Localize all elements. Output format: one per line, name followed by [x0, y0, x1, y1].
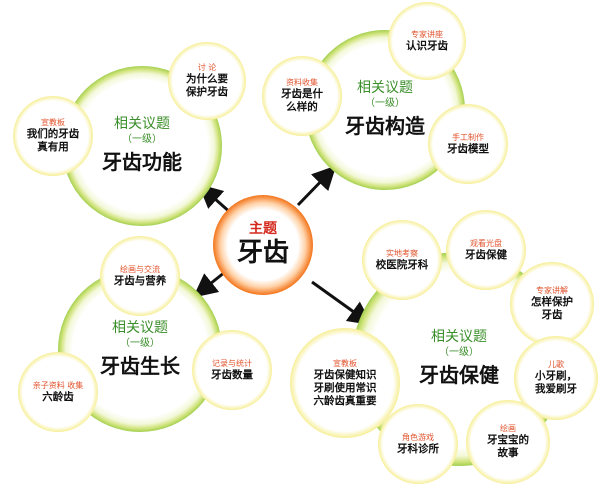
topic-label: 相关议题	[112, 320, 168, 336]
activity-text: 牙齿是什 么样的	[281, 88, 323, 113]
topic-level: （一级）	[122, 134, 162, 145]
activity-category: 宣教板	[333, 358, 357, 368]
activity-text: 牙齿与营养	[113, 274, 167, 287]
activity-text: 校医院牙科	[375, 258, 429, 271]
activity-bubble: 手工制作 牙齿模型	[428, 104, 508, 184]
activity-text: 牙齿保健	[465, 248, 507, 261]
activity-text: 我们的牙齿 真有用	[26, 128, 80, 153]
activity-text: 六龄齿	[42, 390, 74, 403]
arrow-to-care	[311, 280, 373, 326]
activity-bubble: 宣教板 我们的牙齿 真有用	[13, 96, 93, 176]
activity-category: 绘画	[500, 424, 516, 433]
activity-bubble: 观看光盘 牙齿保健	[446, 210, 526, 290]
activity-bubble: 实地考察 校医院牙科	[362, 220, 442, 300]
activity-category: 记录与统计	[212, 358, 252, 368]
activity-category: 专家讲解	[536, 286, 568, 295]
topic-title: 牙齿生长	[100, 354, 180, 378]
topic-title: 牙齿保健	[419, 363, 499, 387]
topic-level: （一级）	[439, 347, 479, 358]
activity-category: 观看光盘	[470, 238, 502, 248]
activity-bubble: 记录与统计 牙齿数量	[192, 330, 272, 410]
theme-title: 牙齿	[236, 238, 289, 268]
activity-category: 儿歌	[548, 360, 564, 369]
activity-text: 牙齿数量	[211, 368, 253, 381]
theme-label: 主题	[249, 221, 277, 237]
topic-label: 相关议题	[431, 329, 487, 345]
activity-bubble: 绘画与交流 牙齿与营养	[100, 236, 180, 316]
activity-text: 为什么要 保护牙齿	[186, 73, 228, 98]
activity-category: 讨 论	[197, 63, 217, 72]
activity-bubble: 角色游戏 牙科诊所	[378, 404, 458, 484]
topic-label: 相关议题	[357, 80, 413, 96]
activity-category: 宣教板	[41, 118, 65, 127]
topic-title: 牙齿功能	[102, 150, 182, 174]
activity-bubble: 绘画 牙宝宝的 故事	[466, 400, 550, 484]
activity-text: 认识牙齿	[406, 39, 448, 52]
activity-text: 小牙刷， 我爱刷牙	[535, 370, 577, 395]
activity-bubble: 专家讲座 认识牙齿	[388, 2, 466, 80]
arrow-to-growth	[192, 270, 226, 298]
activity-text: 牙齿模型	[447, 142, 489, 155]
arrow-to-structure	[296, 165, 337, 207]
activity-category: 手工制作	[452, 132, 484, 142]
activity-category: 角色游戏	[402, 432, 434, 442]
topic-title: 牙齿构造	[345, 114, 425, 138]
activity-text: 怎样保护 牙齿	[531, 296, 573, 321]
activity-bubble: 亲子资料 收集 六龄齿	[18, 352, 98, 432]
activity-text: 牙科诊所	[397, 442, 439, 455]
activity-category: 绘画与交流	[120, 264, 160, 274]
activity-bubble: 资料收集 牙齿是什 么样的	[262, 56, 342, 136]
topic-label: 相关议题	[114, 116, 170, 132]
topic-level: （一级）	[120, 338, 160, 349]
activity-category: 实地考察	[386, 248, 418, 258]
activity-bubble: 讨 论 为什么要 保护牙齿	[168, 42, 246, 120]
activity-bubble: 宣教板 牙齿保健知识 牙刷使用常识 六龄齿真重要	[290, 328, 400, 438]
activity-category: 专家讲座	[411, 29, 443, 39]
activity-category: 亲子资料 收集	[32, 380, 84, 390]
activity-bubble: 专家讲解 怎样保护 牙齿	[510, 262, 594, 346]
activity-category: 资料收集	[286, 78, 318, 87]
theme-circle: 主题 牙齿	[213, 195, 313, 295]
activity-text: 牙齿保健知识 牙刷使用常识 六龄齿真重要	[313, 368, 377, 407]
activity-text: 牙宝宝的 故事	[487, 434, 529, 459]
topic-level: （一级）	[365, 98, 405, 109]
